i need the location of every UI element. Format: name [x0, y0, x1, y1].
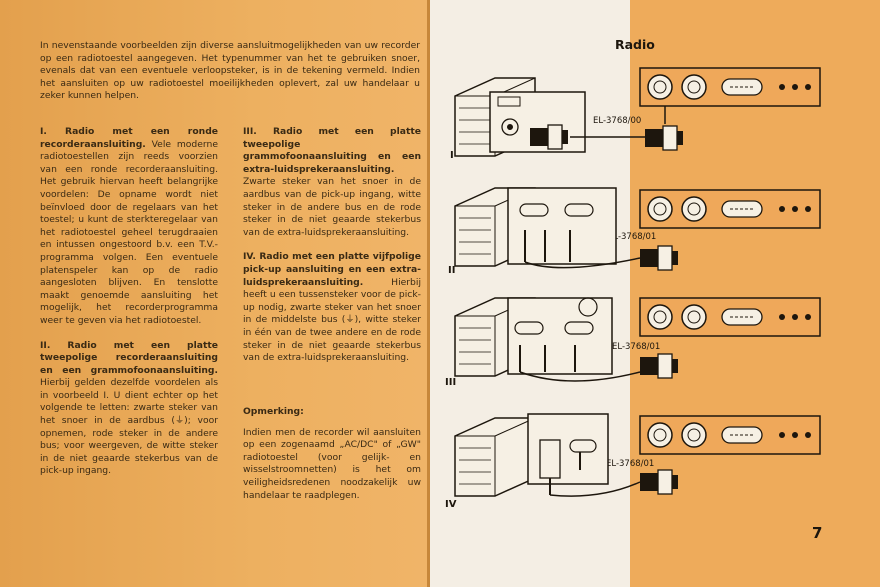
radio-title: Radio: [615, 37, 655, 52]
diagram-1-cable-code: EL-3768/00: [593, 116, 642, 126]
section-4: IV. Radio met een platte vijfpolige pick…: [243, 251, 421, 364]
section-1-body: Vele moderne radiotoestellen zijn reeds …: [40, 138, 218, 326]
column-left: I. Radio met een ronde recorderaansluiti…: [40, 126, 218, 490]
section-3: III. Radio met een platte tweepolige gra…: [243, 126, 421, 239]
left-page: [0, 0, 427, 587]
section-1-heading: I. Radio met een ronde recorderaansluiti…: [40, 126, 218, 150]
book-spine: [427, 0, 431, 587]
section-4-heading: IV. Radio met een platte vijfpolige pick…: [243, 251, 421, 288]
remark-heading: Opmerking:: [243, 406, 304, 417]
diagram-3-cable-code: EL-3768/01: [612, 342, 661, 352]
diagram-3-numeral: III: [445, 377, 457, 388]
page-number: 7: [812, 524, 823, 542]
section-2: II. Radio met een platte tweepolige reco…: [40, 340, 218, 479]
intro-paragraph: In nevenstaande voorbeelden zijn diverse…: [40, 40, 420, 102]
diagram-4-cable-code: EL-3768/01: [606, 459, 655, 469]
column-right: III. Radio met een platte tweepolige gra…: [243, 126, 421, 377]
section-2-body: Hierbij gelden dezelfde voordelen als in…: [40, 377, 218, 477]
remark-block: Opmerking: Indien men de recorder wil aa…: [243, 406, 421, 502]
remark-body: Indien men de recorder wil aansluiten op…: [243, 426, 421, 501]
diagram-4-numeral: IV: [445, 499, 457, 510]
diagram-2-numeral: II: [448, 265, 456, 276]
diagram-2-cable-code: EL-3768/01: [608, 232, 657, 242]
section-4-body: Hierbij heeft u een tussensteker voor de…: [243, 276, 421, 364]
section-1: I. Radio met een ronde recorderaansluiti…: [40, 126, 218, 328]
section-3-body: Zwarte steker van het snoer in de aardbu…: [243, 176, 421, 238]
section-2-heading: II. Radio met een platte tweepolige reco…: [40, 339, 218, 376]
section-3-heading: III. Radio met een platte tweepolige gra…: [243, 126, 421, 175]
diagram-1-numeral: I: [450, 150, 454, 161]
